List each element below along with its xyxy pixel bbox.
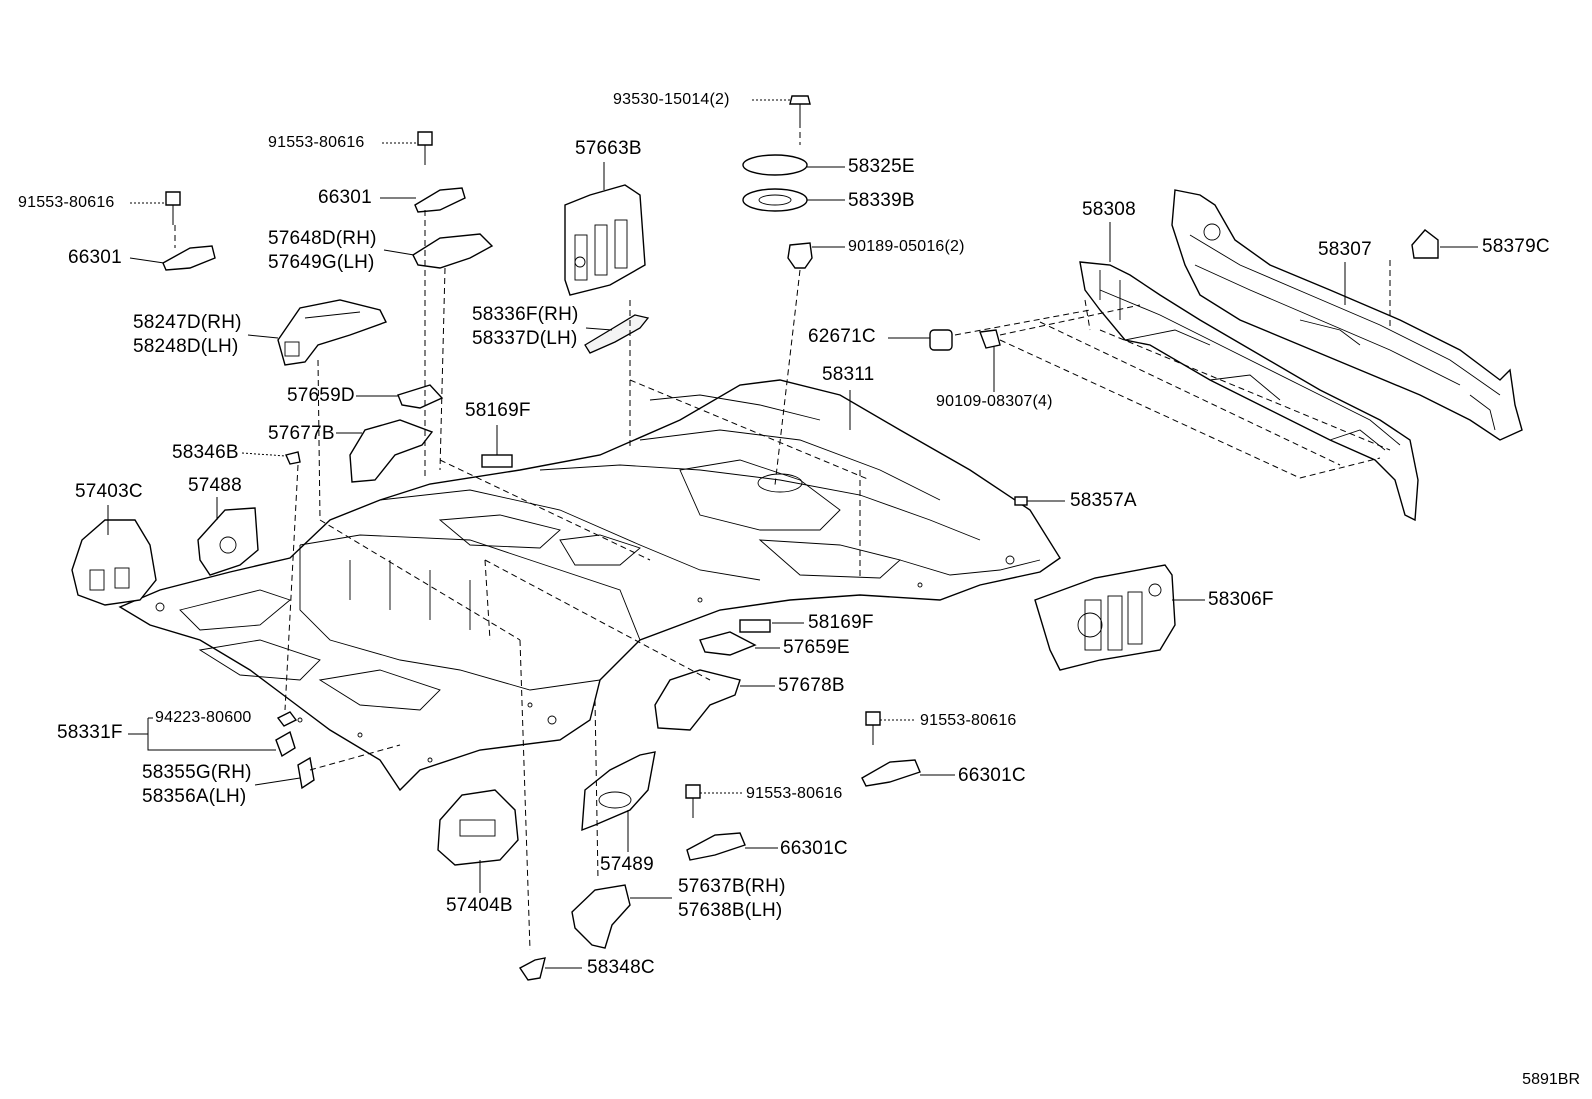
part-label: 93530-15014(2) <box>613 91 730 108</box>
part-label: 57677B <box>268 423 335 444</box>
alignment-lines <box>174 122 1391 951</box>
bolt-91553-b <box>165 191 181 206</box>
part-label: 62671C <box>808 326 876 347</box>
part-label: 66301C <box>958 765 1026 786</box>
part-label: 91553-80616 <box>18 194 115 211</box>
nut-94223 <box>276 711 298 727</box>
part-label: 58357A <box>1070 490 1137 511</box>
part-label: 58307 <box>1318 239 1372 260</box>
bracket-57677B <box>349 419 434 483</box>
tab-58169F-a <box>481 454 513 468</box>
clip-58331F <box>275 730 296 758</box>
part-label: 57649G(LH) <box>268 252 375 273</box>
part-label: 57403C <box>75 481 143 502</box>
part-label: 58339B <box>848 190 915 211</box>
part-label: 58356A(LH) <box>142 786 247 807</box>
part-label: 58169F <box>808 612 874 633</box>
bracket-57488 <box>197 507 259 576</box>
part-label: 58247D(RH) <box>133 312 242 333</box>
bolt-91553-a <box>417 131 433 146</box>
panel-58306F <box>1034 564 1176 671</box>
part-label: 94223-80600 <box>155 709 252 726</box>
part-label: 58336F(RH) <box>472 304 579 325</box>
bracket-57404B <box>437 789 519 866</box>
bracket-66301-a <box>414 187 466 213</box>
part-label: 57659D <box>287 385 355 406</box>
part-label: 58337D(LH) <box>472 328 578 349</box>
part-label: 91553-80616 <box>920 712 1017 729</box>
bracket-57648D <box>412 233 494 269</box>
bracket-58355G <box>297 756 315 790</box>
part-label: 58308 <box>1082 199 1136 220</box>
plate-57659D <box>397 384 444 409</box>
bolt-91553-c <box>865 711 881 726</box>
part-label: 91553-80616 <box>268 134 365 151</box>
panel-57663B <box>564 184 646 296</box>
cap-58379C <box>1411 229 1439 259</box>
bracket-66301-b <box>162 245 216 271</box>
leader-lines <box>107 99 1478 969</box>
part-label: 66301 <box>68 247 122 268</box>
diagram-code: 5891BR <box>1522 1071 1580 1088</box>
bracket-57489 <box>581 751 656 832</box>
tab-58169F-b <box>739 619 771 633</box>
bracket-66301C-b <box>686 832 746 861</box>
plate-57659E <box>699 631 757 656</box>
part-label: 58355G(RH) <box>142 762 252 783</box>
bolt-90109 <box>979 329 1001 349</box>
cover-stack <box>742 95 813 269</box>
part-label: 58169F <box>465 400 531 421</box>
part-label: 90189-05016(2) <box>848 238 965 255</box>
part-label: 57663B <box>575 138 642 159</box>
bracket-57403C <box>71 519 157 606</box>
part-label: 58348C <box>587 957 655 978</box>
bracket-57678B <box>654 669 741 731</box>
rear-floor-pan <box>118 379 1061 792</box>
clip-58348C <box>518 957 546 981</box>
part-label: 57659E <box>783 637 850 658</box>
part-label: 58379C <box>1482 236 1550 257</box>
cross-member-58307 <box>1171 189 1523 441</box>
plug-62671C <box>929 329 953 351</box>
part-label: 57489 <box>600 854 654 875</box>
part-label: 57488 <box>188 475 242 496</box>
part-label: 66301C <box>780 838 848 859</box>
part-label: 90109-08307(4) <box>936 393 1053 410</box>
bolt-91553-d <box>685 784 701 799</box>
part-label: 58311 <box>822 364 875 385</box>
clip-58346B <box>285 451 301 465</box>
bracket-66301C-a <box>861 759 921 787</box>
part-label: 57678B <box>778 675 845 696</box>
part-label: 58346B <box>172 442 239 463</box>
part-label: 58331F <box>57 722 123 743</box>
part-label: 66301 <box>318 187 372 208</box>
bracket-57637B <box>571 884 631 949</box>
part-label: 91553-80616 <box>746 785 843 802</box>
part-label: 57638B(LH) <box>678 900 783 921</box>
side-member-58308 <box>1079 261 1419 522</box>
part-label: 58325E <box>848 156 915 177</box>
part-label: 57404B <box>446 895 513 916</box>
bracket-58247D <box>277 299 387 366</box>
part-label: 58306F <box>1208 589 1274 610</box>
part-label: 57648D(RH) <box>268 228 377 249</box>
bracket-58336F <box>584 314 650 354</box>
clip-58357A <box>1014 496 1028 506</box>
part-label: 57637B(RH) <box>678 876 786 897</box>
part-label: 58248D(LH) <box>133 336 239 357</box>
